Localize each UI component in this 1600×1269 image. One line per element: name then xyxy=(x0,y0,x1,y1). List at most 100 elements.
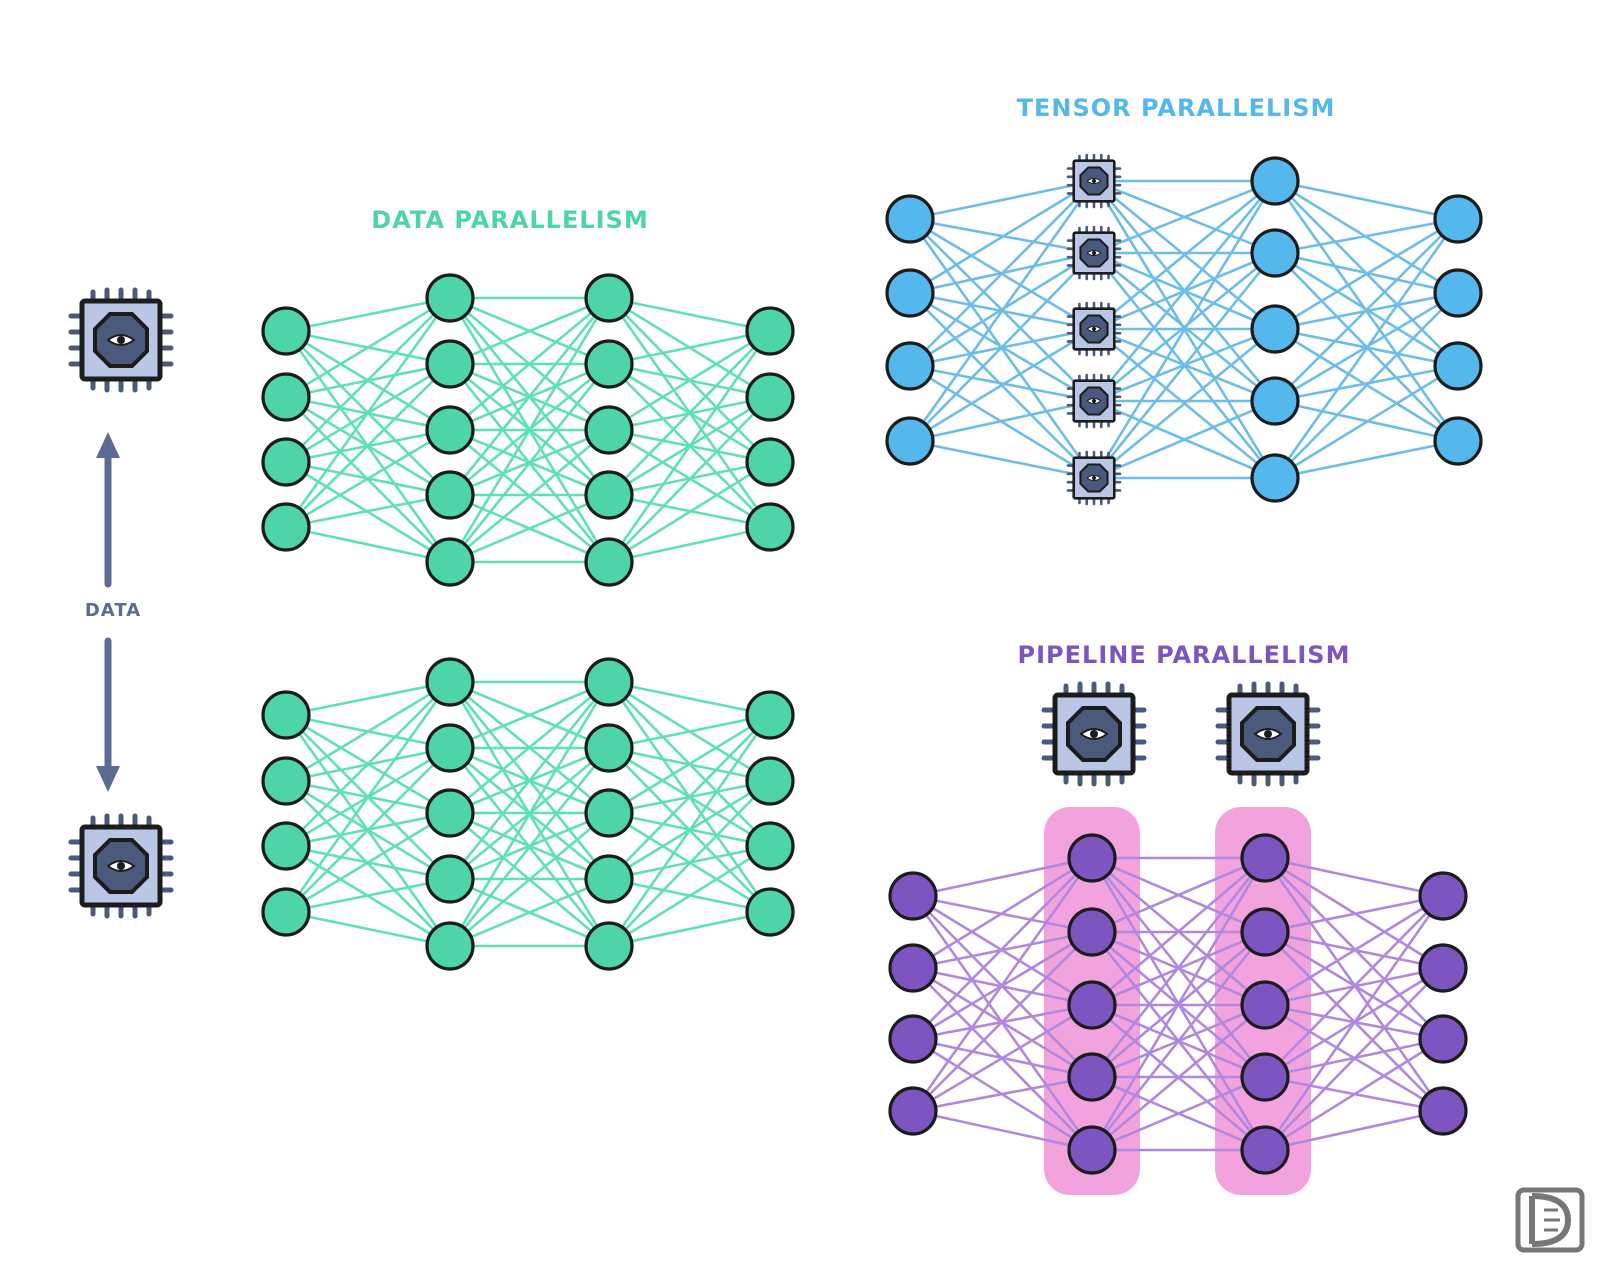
network-node xyxy=(584,788,634,838)
network-connection xyxy=(607,329,772,366)
pipeline-parallelism-title: PIPELINE PARALLELISM xyxy=(1018,641,1351,669)
network-connection xyxy=(1090,856,1267,934)
gpu-chip-icon xyxy=(1044,684,1144,784)
data-parallel-network-bottom xyxy=(261,657,795,971)
network-connection xyxy=(911,1003,1094,1113)
network-connection xyxy=(908,179,1096,443)
network-connection xyxy=(284,746,452,914)
network-connection xyxy=(284,680,452,914)
network-connection xyxy=(607,779,772,948)
network-node xyxy=(1067,907,1117,957)
network-connection xyxy=(908,179,1096,221)
network-node xyxy=(1250,304,1300,354)
network-node xyxy=(261,690,311,740)
gpu-chip-icon xyxy=(71,290,171,390)
pipeline-parallel-network xyxy=(888,833,1468,1175)
network-node xyxy=(425,273,475,323)
network-connection xyxy=(448,746,611,948)
network-connection xyxy=(448,680,611,815)
network-node xyxy=(425,537,475,587)
network-node xyxy=(1418,1014,1468,1064)
network-node xyxy=(261,306,311,356)
network-connection xyxy=(1092,251,1277,403)
network-node xyxy=(745,756,795,806)
network-connection xyxy=(1092,179,1277,480)
network-connection xyxy=(1090,1075,1267,1152)
network-connection xyxy=(908,439,1096,480)
network-connection xyxy=(1263,966,1445,1152)
network-node xyxy=(745,821,795,871)
network-connection xyxy=(448,877,611,948)
network-node xyxy=(1433,416,1483,466)
data-parallelism-title: DATA PARALLELISM xyxy=(371,206,648,234)
network-node xyxy=(1250,376,1300,426)
network-connection xyxy=(284,296,452,399)
network-node xyxy=(745,502,795,552)
network-node xyxy=(425,921,475,971)
network-connection xyxy=(607,395,772,564)
network-connection xyxy=(1263,1037,1445,1152)
network-node xyxy=(1240,833,1290,883)
network-node xyxy=(1067,980,1117,1030)
network-connection xyxy=(448,296,611,564)
network-connection xyxy=(448,680,611,750)
network-node xyxy=(1240,980,1290,1030)
network-node xyxy=(1250,453,1300,503)
network-connection xyxy=(1263,894,1445,1007)
network-connection xyxy=(908,251,1096,443)
network-node xyxy=(425,723,475,773)
network-node xyxy=(261,756,311,806)
network-node xyxy=(885,194,935,244)
gpu-chip-icon xyxy=(1066,450,1122,506)
network-connection xyxy=(1090,856,1267,1079)
network-connection xyxy=(911,856,1094,970)
network-connection xyxy=(607,713,772,750)
network-connection xyxy=(284,362,452,529)
network-node xyxy=(745,372,795,422)
network-connection xyxy=(1092,179,1277,403)
gpu-chip-icon xyxy=(71,816,171,916)
network-node xyxy=(584,470,634,520)
network-connection xyxy=(284,910,452,948)
network-node xyxy=(425,854,475,904)
network-node xyxy=(885,341,935,391)
network-node xyxy=(425,470,475,520)
network-node xyxy=(745,690,795,740)
network-connection xyxy=(1092,327,1277,480)
network-node xyxy=(1250,156,1300,206)
network-node xyxy=(1067,1052,1117,1102)
network-connection xyxy=(284,493,452,529)
network-connection xyxy=(1090,856,1267,1007)
network-connection xyxy=(607,713,772,881)
data-arrow-label: DATA xyxy=(85,600,141,621)
network-connection xyxy=(448,296,611,497)
network-node xyxy=(425,788,475,838)
network-connection xyxy=(607,713,772,815)
network-node xyxy=(261,437,311,487)
network-connection xyxy=(1263,856,1445,898)
gpu-chip-icon xyxy=(1066,301,1122,357)
network-connection xyxy=(1273,217,1460,255)
network-node xyxy=(1418,943,1468,993)
network-connection xyxy=(607,525,772,564)
network-connection xyxy=(607,296,772,333)
network-node xyxy=(888,1086,938,1136)
network-node xyxy=(1240,1125,1290,1175)
gpu-chip-icon xyxy=(1218,684,1318,784)
tensor-parallel-network xyxy=(885,153,1483,506)
network-connection xyxy=(448,296,611,432)
network-node xyxy=(745,306,795,356)
network-node xyxy=(425,339,475,389)
network-node xyxy=(745,437,795,487)
network-connection xyxy=(1263,894,1445,934)
network-connection xyxy=(284,296,452,464)
network-connection xyxy=(1273,179,1460,221)
network-connection xyxy=(911,856,1094,1113)
network-connection xyxy=(607,910,772,948)
double-arrow-icon xyxy=(96,432,120,792)
network-node xyxy=(885,268,935,318)
network-connection xyxy=(908,399,1096,443)
network-connection xyxy=(1273,364,1460,403)
network-connection xyxy=(911,1075,1094,1113)
